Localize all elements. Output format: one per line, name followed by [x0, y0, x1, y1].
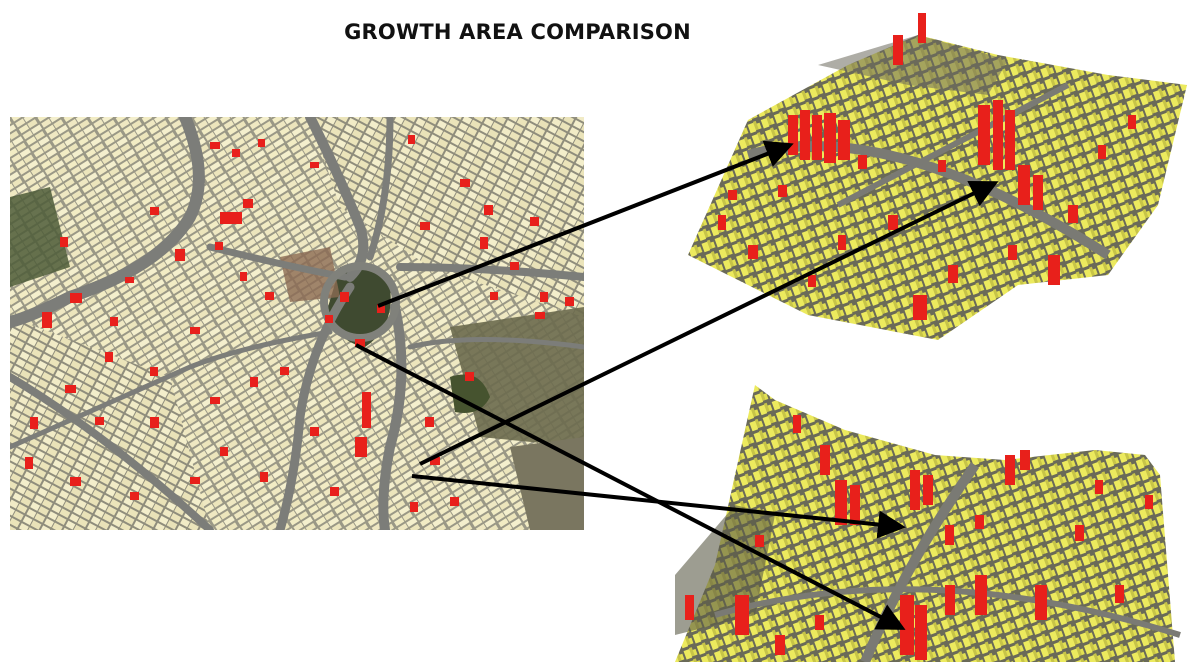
3d-view-lower-svg: [675, 385, 1181, 662]
page-title: GROWTH AREA COMPARISON: [344, 20, 691, 44]
3d-view-lower: [675, 385, 1187, 662]
aerial-map-svg: [10, 117, 584, 530]
aerial-2d-map: [10, 117, 584, 530]
3d-view-upper-svg: [688, 13, 1187, 340]
3d-view-upper: [688, 5, 1187, 345]
